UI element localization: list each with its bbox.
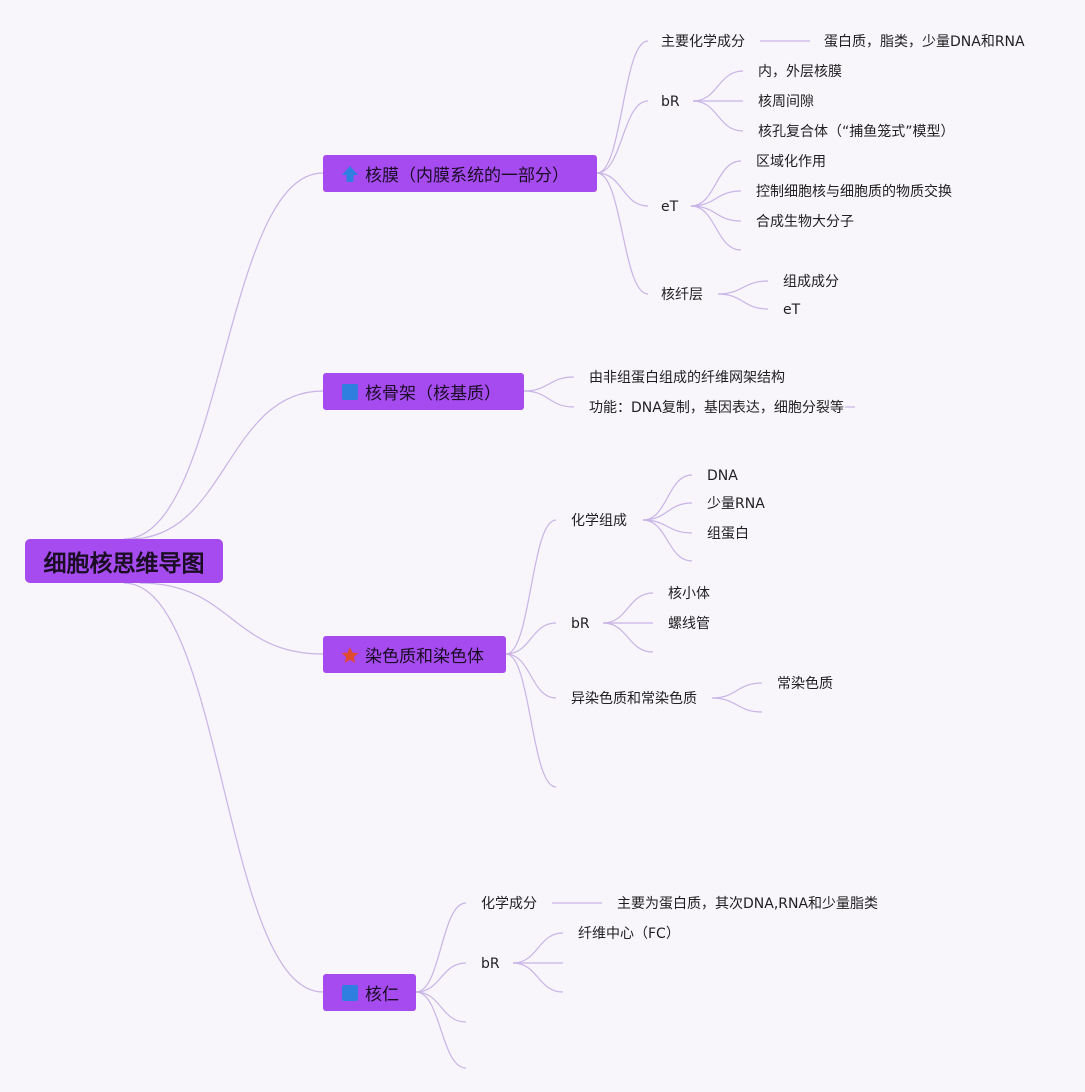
- topic-chromatin-chemistry[interactable]: 化学组成: [571, 513, 627, 529]
- topic-hetero-euchromatin[interactable]: 异染色质和常染色质: [571, 691, 697, 707]
- connector-line: [596, 40, 649, 174]
- connector-line: [505, 622, 557, 655]
- topic-protein-lipid-dna-rna[interactable]: 蛋白质，脂类，少量DNA和RNA: [824, 34, 1025, 50]
- topic-euchromatin[interactable]: 常染色质: [777, 676, 833, 692]
- connector-line: [123, 172, 324, 540]
- topic-compartmentalization[interactable]: 区域化作用: [756, 154, 826, 170]
- topic-br[interactable]: bR: [661, 94, 680, 110]
- connector-line: [596, 172, 649, 295]
- branch-nuclear-envelope[interactable]: 核膜（内膜系统的一部分）: [323, 155, 597, 192]
- topic-dna[interactable]: DNA: [707, 468, 738, 484]
- connector-line: [711, 697, 763, 713]
- topic-macromolecule-synthesis[interactable]: 合成生物大分子: [756, 214, 854, 230]
- topic-histone[interactable]: 组蛋白: [707, 526, 749, 542]
- root-label: 细胞核思维导图: [43, 551, 205, 577]
- connector-line: [139, 582, 324, 655]
- arrow-up-icon: [342, 165, 358, 182]
- connector-line: [415, 991, 467, 1023]
- topic-small-rna[interactable]: 少量RNA: [707, 496, 765, 512]
- topic-lamina-components[interactable]: 组成成分: [783, 274, 839, 290]
- connector-line: [690, 190, 742, 207]
- connector-line: [642, 474, 693, 521]
- star-icon: [341, 646, 359, 663]
- topic-et[interactable]: eT: [661, 199, 679, 215]
- topic-perinuclear-space[interactable]: 核周间隙: [758, 94, 814, 110]
- topic-solenoid[interactable]: 螺线管: [668, 616, 710, 632]
- connector-line: [717, 280, 769, 295]
- connector-line: [523, 390, 575, 408]
- topic-matrix-function[interactable]: 功能：DNA复制，基因表达，细胞分裂等: [589, 400, 844, 416]
- topic-chemical-composition[interactable]: 主要化学成分: [661, 34, 745, 50]
- topic-inner-outer-membrane[interactable]: 内，外层核膜: [758, 64, 842, 80]
- topic-nucleosome[interactable]: 核小体: [668, 586, 710, 602]
- branch-chromatin-chromosome[interactable]: 染色质和染色体: [323, 636, 506, 673]
- topic-non-histone-network[interactable]: 由非组蛋白组成的纤维网架结构: [589, 370, 785, 386]
- connector-line: [415, 962, 467, 993]
- branch-label: 核仁: [365, 985, 399, 1005]
- connector-line: [415, 991, 467, 1069]
- connector-line: [602, 622, 654, 653]
- topic-material-exchange[interactable]: 控制细胞核与细胞质的物质交换: [756, 184, 952, 200]
- connector-line: [642, 519, 693, 562]
- branch-label: 核骨架（核基质）: [365, 384, 501, 404]
- connector-line: [512, 962, 564, 993]
- connector-line: [512, 932, 564, 964]
- connector-line: [505, 519, 557, 655]
- topic-fibrillar-center[interactable]: 纤维中心（FC）: [578, 926, 680, 942]
- topic-nucleolus-br[interactable]: bR: [481, 956, 500, 972]
- connector-line: [602, 592, 654, 624]
- topic-nucleolus-chemistry[interactable]: 化学成分: [481, 896, 537, 912]
- connector-line: [690, 205, 742, 251]
- topic-chromatin-br[interactable]: bR: [571, 616, 590, 632]
- square-icon: [342, 984, 358, 1001]
- connector-line: [129, 390, 324, 540]
- connector-line: [690, 205, 742, 222]
- connector-line: [692, 100, 744, 132]
- topic-nuclear-pore-complex[interactable]: 核孔复合体（“捕鱼笼式”模型）: [758, 124, 955, 140]
- connector-line: [415, 902, 467, 993]
- square-icon: [342, 383, 358, 400]
- branch-label: 核膜（内膜系统的一部分）: [365, 166, 569, 186]
- connector-line: [642, 502, 693, 521]
- topic-nuclear-lamina[interactable]: 核纤层: [661, 287, 703, 303]
- root-node[interactable]: 细胞核思维导图: [25, 539, 223, 583]
- connector-line: [690, 160, 742, 207]
- connector-line: [717, 293, 769, 310]
- connector-line: [123, 582, 324, 993]
- connector-line: [505, 653, 557, 788]
- topic-lamina-et[interactable]: eT: [783, 302, 801, 318]
- branch-nuclear-matrix[interactable]: 核骨架（核基质）: [323, 373, 524, 410]
- connector-line: [596, 100, 649, 174]
- topic-nucleolus-components[interactable]: 主要为蛋白质，其次DNA,RNA和少量脂类: [617, 896, 879, 912]
- connector-line: [692, 70, 744, 102]
- connector-line: [505, 653, 557, 699]
- connector-line: [711, 682, 763, 699]
- connector-line: [523, 376, 575, 392]
- branch-label: 染色质和染色体: [365, 647, 484, 667]
- branch-nucleolus[interactable]: 核仁: [323, 974, 416, 1011]
- connector-line: [596, 172, 649, 207]
